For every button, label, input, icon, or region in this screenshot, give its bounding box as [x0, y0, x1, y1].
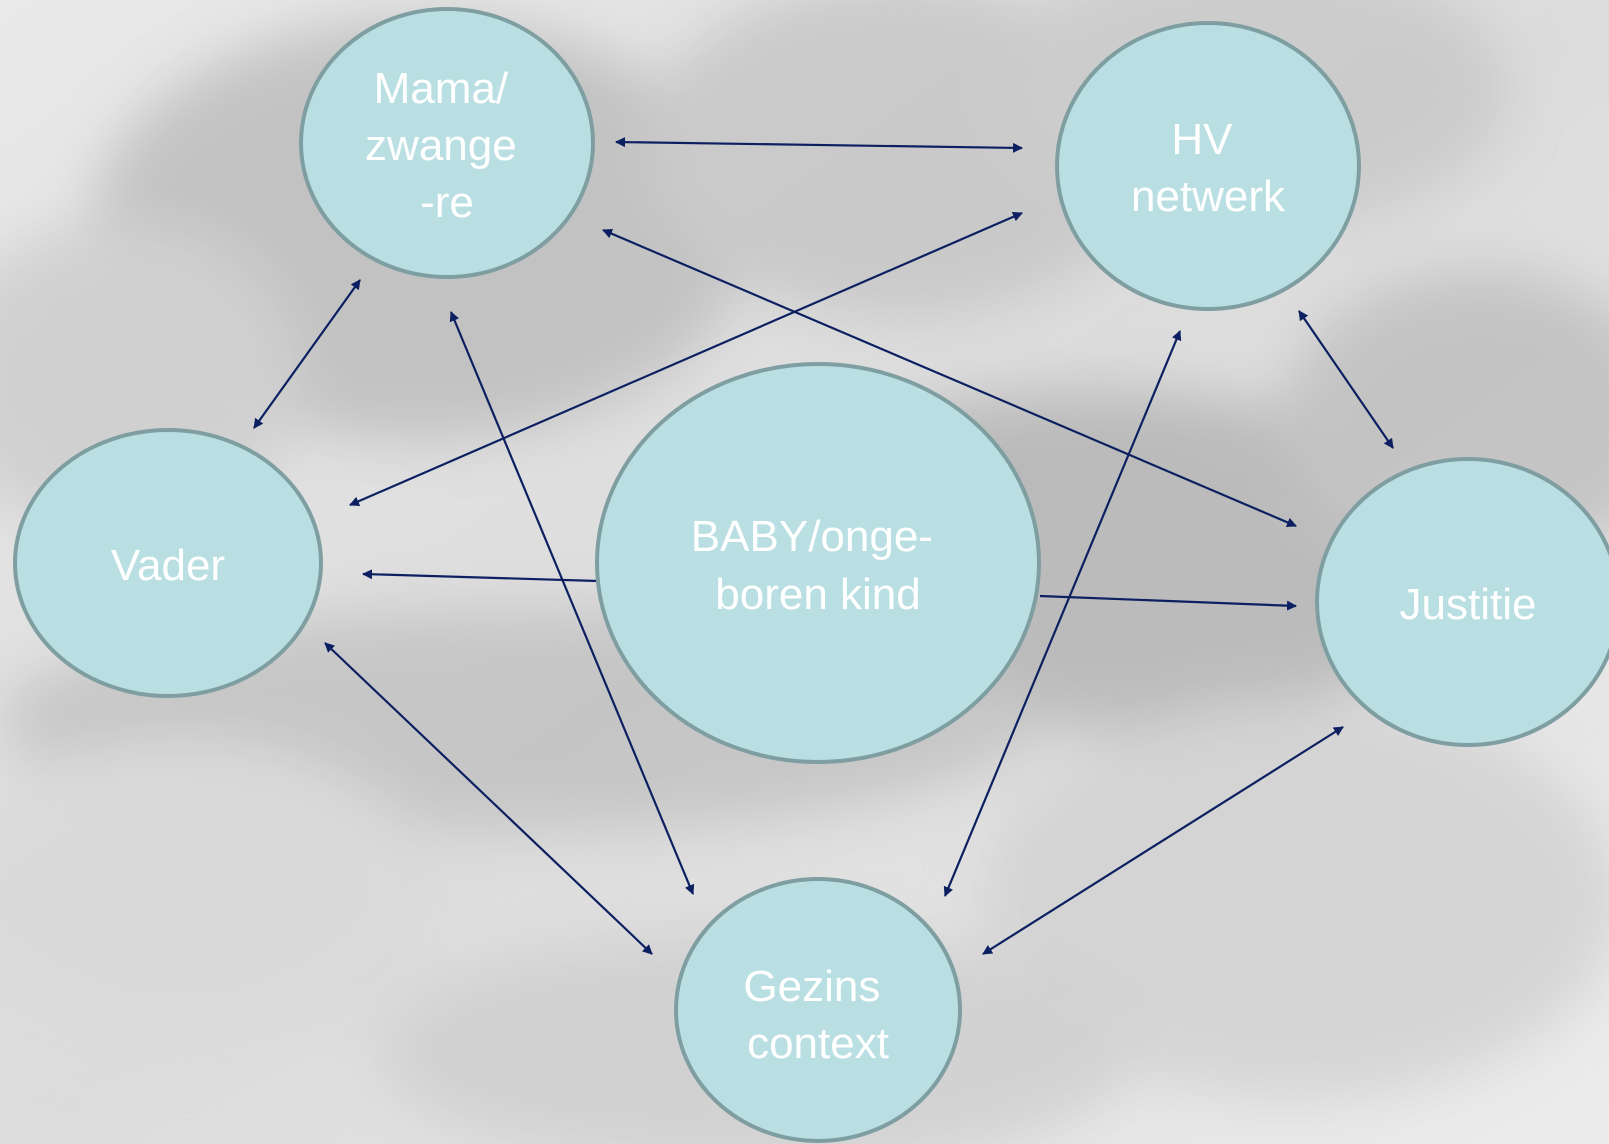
node-vader-label: Vader: [111, 541, 225, 590]
node-vader-label-line-1: Vader: [111, 541, 225, 590]
node-vader: Vader: [13, 428, 323, 698]
connector-justitie-gezins: [982, 726, 1344, 955]
node-justitie-label-line-1: Justitie: [1400, 580, 1537, 629]
connector-baby-vader: [362, 569, 599, 583]
node-mama-circle: [299, 7, 595, 279]
node-hv-label: HV netwerk: [1131, 115, 1286, 221]
node-justitie-label: Justitie: [1400, 580, 1537, 629]
connector-mama-vader: [253, 279, 361, 429]
node-gezins-label-line-1: Gezins: [743, 962, 880, 1011]
node-hv: HV netwerk: [1055, 21, 1361, 311]
node-hv-label-line-2: netwerk: [1131, 172, 1286, 221]
node-justitie-circle: [1315, 457, 1609, 747]
node-baby-circle: [595, 362, 1041, 764]
node-mama: Mama/ zwange -re: [299, 7, 595, 279]
node-baby-label: BABY/onge- boren kind: [691, 512, 945, 619]
node-gezins: Gezins context: [674, 877, 962, 1143]
connector-vader-gezins: [324, 642, 653, 955]
node-mama-label: Mama/ zwange -re: [365, 64, 529, 227]
connector-layer: [253, 137, 1394, 955]
node-hv-label-line-1: HV: [1171, 115, 1233, 164]
node-justitie: Justitie: [1315, 457, 1609, 747]
node-gezins-label-line-2: context: [747, 1019, 889, 1068]
node-mama-label-line-2: zwange: [365, 121, 517, 170]
node-vader-circle: [13, 428, 323, 698]
connector-hv-justitie: [1298, 310, 1394, 449]
node-gezins-circle: [674, 877, 962, 1143]
node-mama-label-line-3: -re: [420, 178, 474, 227]
node-baby: BABY/onge- boren kind: [595, 362, 1041, 764]
node-gezins-label: Gezins context: [743, 962, 892, 1068]
node-baby-label-line-2: boren kind: [715, 570, 920, 619]
connector-baby-justitie: [1039, 594, 1297, 611]
connector-mama-hv: [615, 137, 1023, 153]
node-mama-label-line-1: Mama/: [374, 64, 509, 113]
node-hv-circle: [1055, 21, 1361, 311]
node-baby-label-line-1: BABY/onge-: [691, 512, 933, 561]
